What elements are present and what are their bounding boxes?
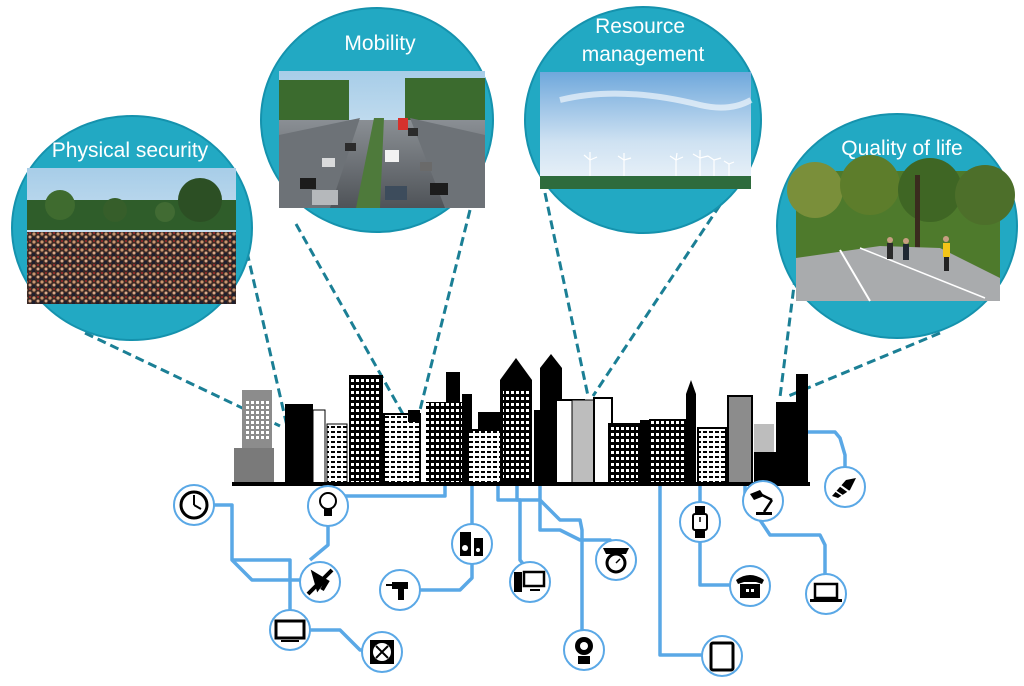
speakers-icon xyxy=(451,523,493,565)
wire-drill xyxy=(420,560,474,592)
city-skyline xyxy=(232,354,810,486)
bubble-resource-management: Resource management xyxy=(524,6,762,234)
park-joggers-photo xyxy=(787,155,1015,302)
telephone-icon xyxy=(729,565,771,607)
wire-tablet xyxy=(658,486,704,657)
bubble-title-mobility: Mobility xyxy=(344,32,416,55)
tablet-icon xyxy=(701,635,743,677)
bubble-mobility: Mobility xyxy=(260,7,494,233)
wristwatch-icon xyxy=(679,501,721,543)
connector-physical-security-left xyxy=(84,331,281,428)
desk-lamp-icon xyxy=(742,480,784,522)
bubble-quality-of-life: Quality of life xyxy=(776,113,1018,339)
highway-traffic-photo xyxy=(279,71,485,208)
crowd-photo xyxy=(27,168,236,304)
connector-resource-right xyxy=(591,204,722,397)
bubble-title-quality-of-life: Quality of life xyxy=(841,137,962,160)
connector-mobility-left xyxy=(294,223,406,417)
connector-quality-right xyxy=(785,331,941,399)
wire-laptop xyxy=(758,519,827,575)
drill-icon xyxy=(379,569,421,611)
bubble-title-physical-security: Physical security xyxy=(52,139,209,162)
airplane-icon xyxy=(299,561,341,603)
clock-icon xyxy=(173,484,215,526)
connector-physical-security-right xyxy=(245,251,289,427)
bubble-physical-security: Physical security xyxy=(11,115,253,341)
wind-turbines-photo xyxy=(540,72,753,189)
vacuum-icon xyxy=(824,466,866,508)
connector-resource-left xyxy=(543,192,590,397)
wire-phone xyxy=(698,540,730,587)
wire-webcam xyxy=(515,486,584,630)
wire-top-bus xyxy=(328,486,447,498)
fan-icon xyxy=(361,631,403,673)
connector-mobility-right xyxy=(416,209,472,419)
laptop-icon xyxy=(805,573,847,615)
kitchen-scale-icon xyxy=(595,539,637,581)
lightbulb-icon xyxy=(307,485,349,527)
device-icons xyxy=(173,466,866,677)
wire-scale xyxy=(538,486,616,547)
desktop-computer-icon xyxy=(509,561,551,603)
wire-bulb xyxy=(308,520,330,562)
television-icon xyxy=(269,609,311,651)
bubble-title-resource-management: Resource management xyxy=(582,15,705,66)
webcam-icon xyxy=(563,629,605,671)
connector-lines xyxy=(84,192,941,428)
wire-vacuum xyxy=(808,430,847,470)
